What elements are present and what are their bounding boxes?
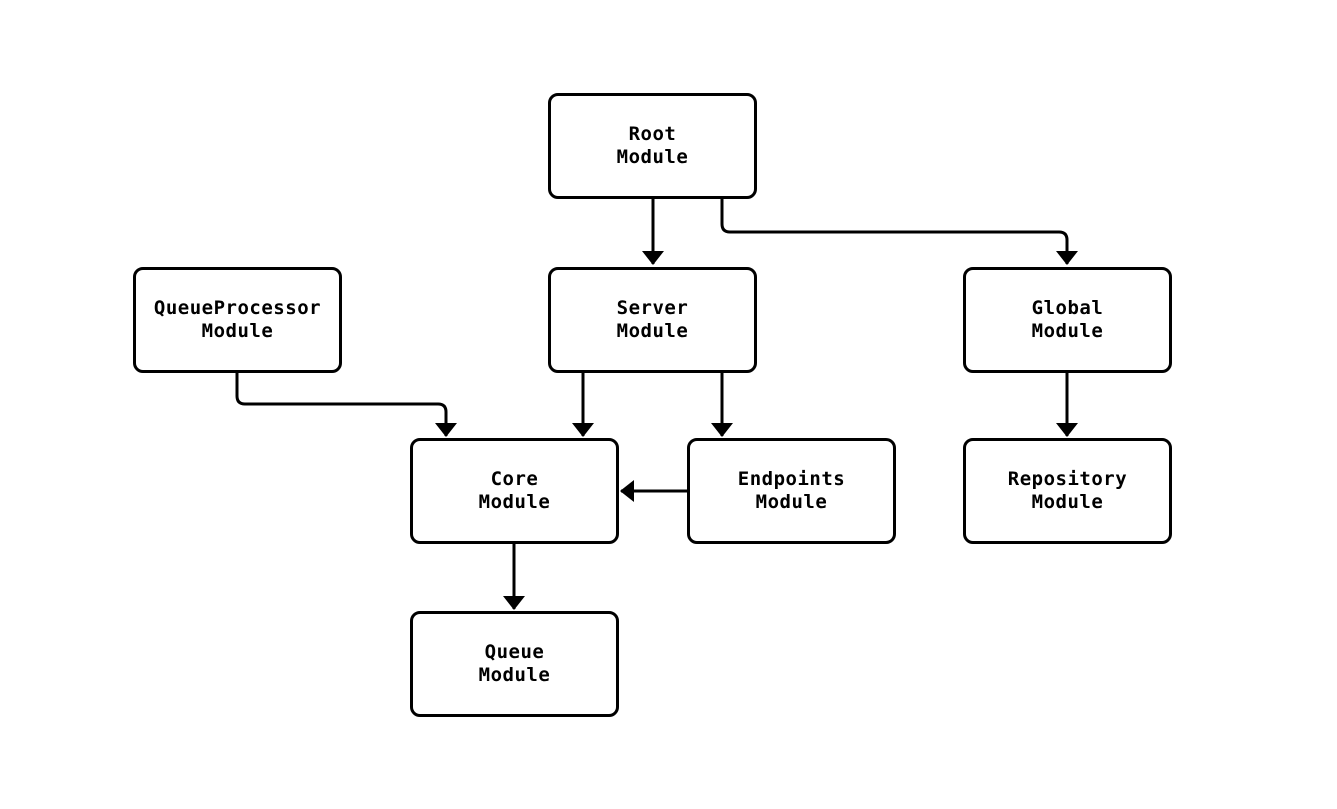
node-label-line1: Repository xyxy=(1007,468,1128,490)
node-label-line2: Module xyxy=(201,320,274,342)
node-label-line1: Queue xyxy=(484,641,545,663)
node-label-line1: Server xyxy=(616,297,689,319)
node-queueprocessor-module: QueueProcessor Module xyxy=(133,267,342,373)
node-queue-module: Queue Module xyxy=(410,611,619,717)
node-endpoints-module: Endpoints Module xyxy=(687,438,896,544)
edge-root-to-global xyxy=(720,199,1078,265)
node-label-line2: Module xyxy=(1031,320,1104,342)
node-label-line2: Module xyxy=(616,320,689,342)
node-core-module: Core Module xyxy=(410,438,619,544)
node-label-line2: Module xyxy=(1031,491,1104,513)
node-global-module: Global Module xyxy=(963,267,1172,373)
node-label-line1: QueueProcessor xyxy=(153,297,322,319)
node-label-line1: Root xyxy=(628,123,677,145)
node-label-line2: Module xyxy=(478,491,551,513)
node-label-line1: Core xyxy=(490,468,539,490)
node-label-line2: Module xyxy=(755,491,828,513)
node-label-line1: Endpoints xyxy=(737,468,846,490)
edge-queueprocessor-to-core xyxy=(235,373,457,437)
node-label-line2: Module xyxy=(616,146,689,168)
node-label-line2: Module xyxy=(478,664,551,686)
node-root-module: Root Module xyxy=(548,93,757,199)
node-label-line1: Global xyxy=(1031,297,1104,319)
node-server-module: Server Module xyxy=(548,267,757,373)
node-repository-module: Repository Module xyxy=(963,438,1172,544)
